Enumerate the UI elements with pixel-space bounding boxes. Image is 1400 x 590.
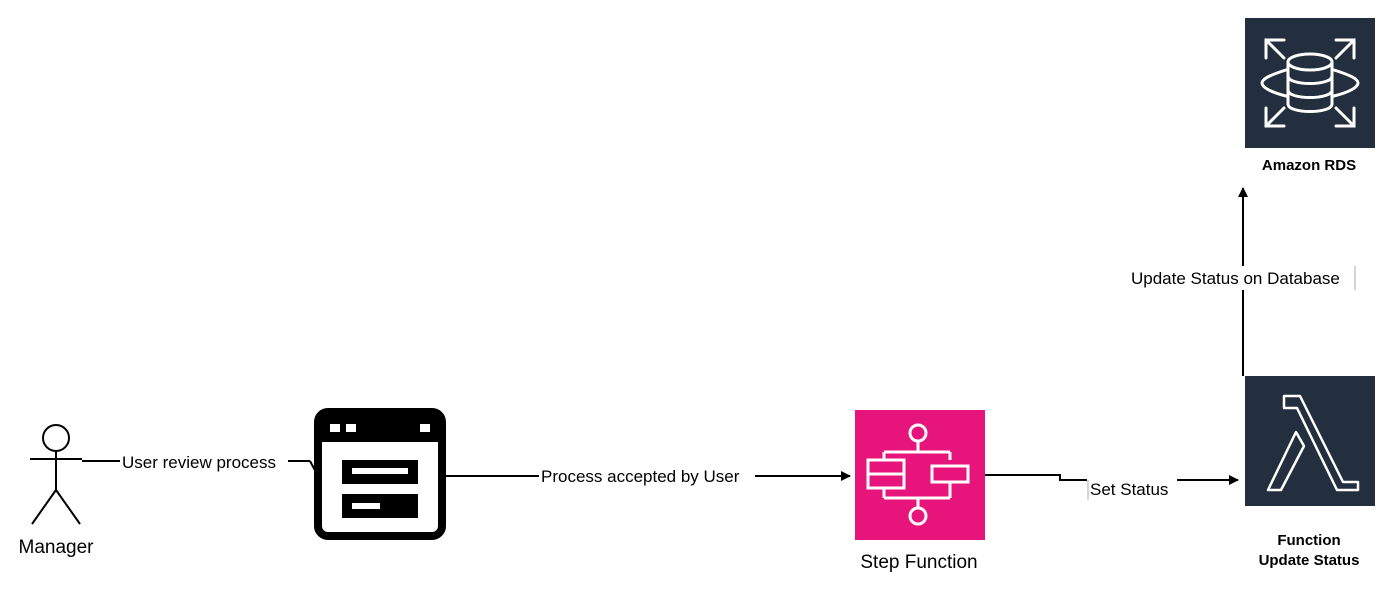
rds-label: Amazon RDS [1262,157,1356,174]
rds-database-icon [1245,18,1375,148]
step-functions-icon [855,410,985,540]
step-function-label: Step Function [860,552,977,573]
edge-label-set-status: Set Status [1090,480,1168,499]
edge-label-user-review: User review process [122,453,276,472]
lambda-icon [1245,376,1375,506]
edge-label-process-accepted: Process accepted by User [541,467,740,486]
stick-figure-icon [30,424,82,525]
manager-label: Manager [19,537,95,558]
browser-window-icon [314,408,446,540]
lambda-label-line1: Function [1277,532,1340,549]
lambda-label-line2: Update Status [1259,552,1360,569]
edge-label-update-status-db: Update Status on Database [1131,269,1340,288]
